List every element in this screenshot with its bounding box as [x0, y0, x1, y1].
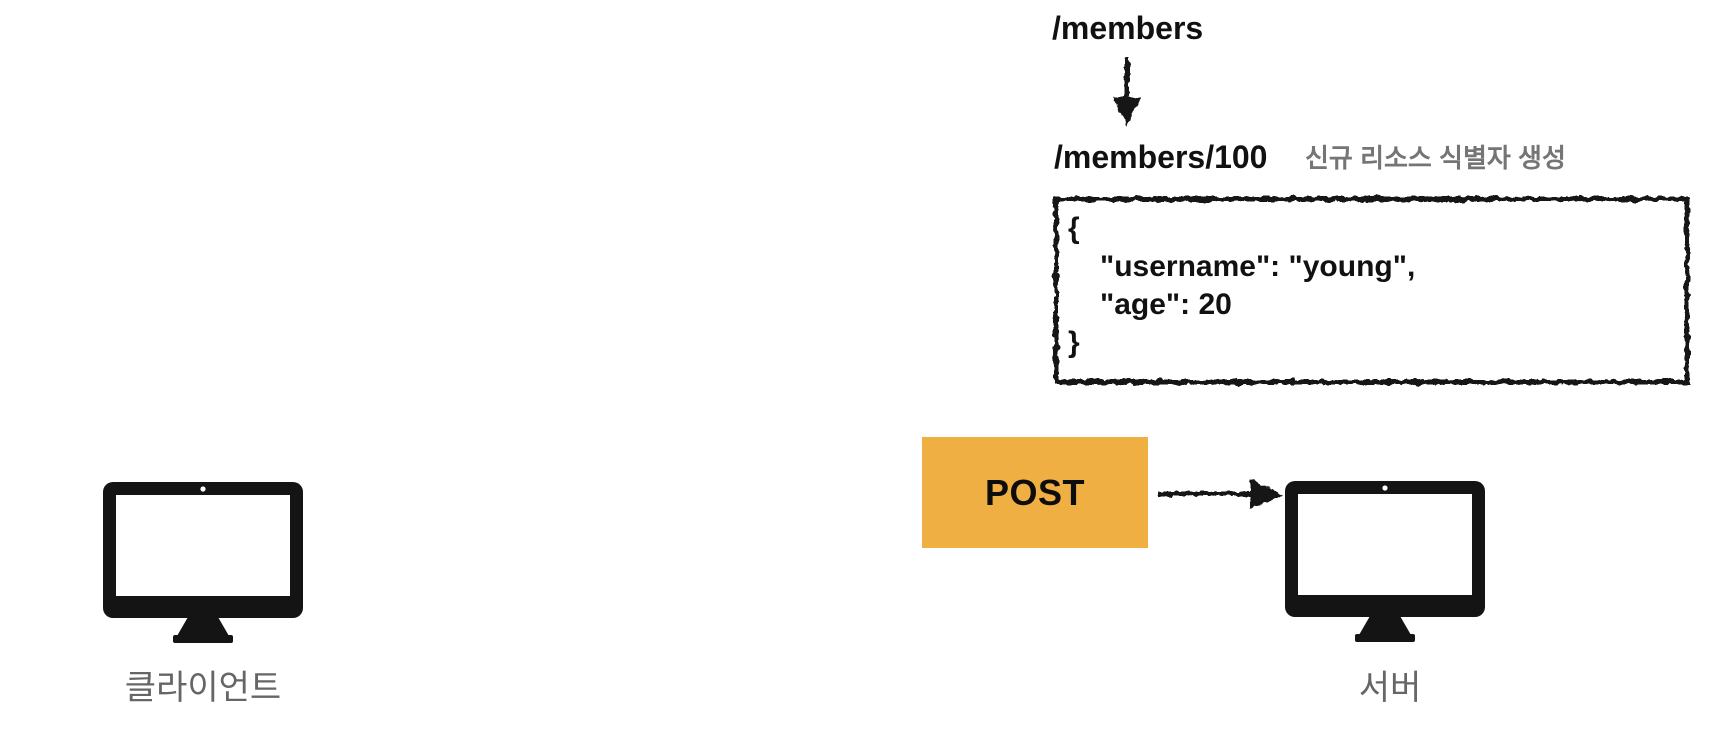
json-payload-body: { "username": "young", "age": 20 }	[1068, 210, 1668, 362]
json-close-brace: }	[1068, 326, 1080, 359]
post-method-label: POST	[984, 471, 1085, 513]
json-username-line: "username": "young",	[1100, 250, 1416, 283]
client-monitor-icon	[103, 482, 303, 643]
json-age-line: "age": 20	[1100, 288, 1232, 321]
down-arrow-icon	[1113, 58, 1141, 126]
server-monitor-icon	[1285, 481, 1485, 642]
new-resource-caption: 신규 리소스 식별자 생성	[1305, 143, 1566, 173]
resource-path-label: /members	[1052, 10, 1204, 46]
json-payload-box-border	[1053, 196, 1690, 385]
server-label: 서버	[1358, 669, 1422, 707]
right-arrow-icon	[1158, 479, 1283, 509]
post-method-box: POST	[922, 437, 1148, 548]
new-resource-path-label: /members/100	[1054, 139, 1268, 175]
client-label: 클라이언트	[124, 669, 282, 707]
json-open-brace: {	[1068, 212, 1080, 245]
